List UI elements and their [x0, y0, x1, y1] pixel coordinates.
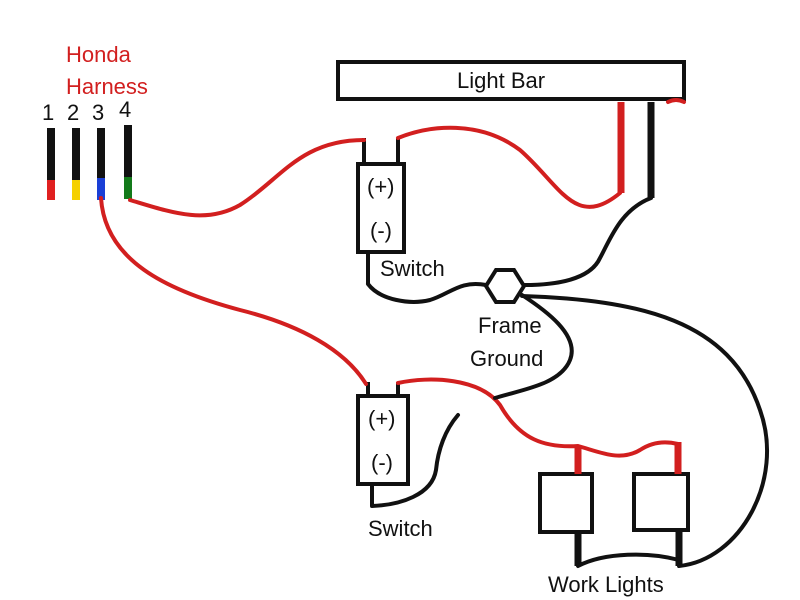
light-bar: [336, 60, 686, 101]
harness-wire-3-tip: [97, 178, 105, 200]
harness-wire-1: [47, 128, 55, 200]
wire-light-bar-to-ground: [522, 196, 653, 287]
work-light-right: [632, 472, 690, 532]
wire-switch-bottom-to-work-lights: [396, 377, 680, 458]
harness-wire-2: [72, 128, 80, 200]
harness-wire-3: [97, 128, 105, 200]
harness-wire-1-tip: [47, 180, 55, 200]
work-light-left: [538, 472, 594, 534]
harness-wire-4-number: 4: [119, 97, 131, 122]
wire-ground-to-switch-bottom-upper: [493, 293, 574, 400]
frame-ground-label-line1: Frame: [478, 313, 542, 338]
switch-top: [356, 162, 406, 254]
switch-top-label: Switch: [380, 256, 445, 281]
switch-top-plus: (+): [367, 174, 395, 199]
harness-wire-3-number: 3: [92, 100, 104, 125]
harness-wire-4: [124, 125, 132, 199]
harness-title-line1: Honda: [66, 42, 132, 67]
work-lights-label: Work Lights: [548, 572, 664, 597]
switch-bottom-label: Switch: [368, 516, 433, 541]
harness-wire-4-tip: [124, 177, 132, 199]
wire-switch-top-to-ground: [366, 282, 488, 304]
switch-top-minus: (-): [370, 218, 392, 243]
wire-switch-top-to-light-bar: [396, 125, 622, 209]
frame-ground-nut: [483, 268, 527, 304]
switch-bottom: [356, 394, 410, 486]
harness-wire-2-tip: [72, 180, 80, 200]
wire-harness3-to-switch-bottom: [99, 196, 368, 386]
switch-bottom-minus: (-): [371, 450, 393, 475]
harness-wire-1-number: 1: [42, 100, 54, 125]
light-bar-label: Light Bar: [457, 68, 545, 93]
frame-ground-label-line2: Ground: [470, 346, 543, 371]
harness-title-line2: Harness: [66, 74, 148, 99]
wire-ground-to-switch-bottom-lower: [370, 413, 460, 508]
switch-bottom-plus: (+): [368, 406, 396, 431]
wire-harness4-to-switch-top: [128, 138, 366, 218]
wire-ground-to-work-light-right: [520, 294, 770, 568]
wire-work-lights-ground-link: [576, 552, 681, 568]
harness-wire-2-number: 2: [67, 100, 79, 125]
light-bar-corner-lead: [666, 98, 686, 104]
